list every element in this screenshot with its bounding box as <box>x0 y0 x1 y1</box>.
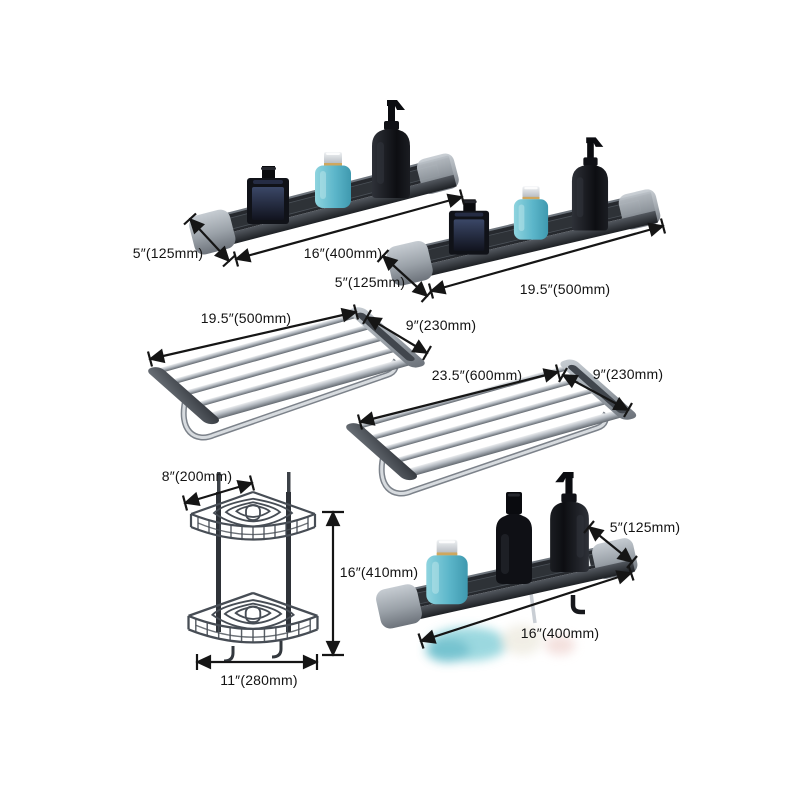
dimension-lines <box>146 189 667 670</box>
shelf-400-depth-label: 5″(125mm) <box>132 245 204 261</box>
basket-bottom-width-label: 11″(280mm) <box>220 672 298 688</box>
basket-height-label: 16″(410mm) <box>339 564 419 580</box>
shelf-500-depth-label: 5″(125mm) <box>334 274 406 290</box>
shelf-hooks-length-label: 16″(400mm) <box>520 625 600 641</box>
basket-bottom-width-dimension <box>195 654 319 670</box>
shelf-hooks-length-dimension <box>417 565 635 649</box>
rack-500-depth-dimension <box>362 309 432 361</box>
shelf-400-length-label: 16″(400mm) <box>303 245 383 261</box>
basket-height-dimension <box>322 510 344 657</box>
basket-top-width-label: 8″(200mm) <box>161 468 233 484</box>
shelf-400-illustration <box>189 100 459 255</box>
basket-top-width-dimension <box>181 475 256 511</box>
chrome-hook <box>529 592 537 624</box>
rack-600-length-label: 23.5″(600mm) <box>431 367 523 383</box>
shelf-500-length-label: 19.5″(500mm) <box>519 281 611 297</box>
rack-500-length-dimension <box>146 304 360 367</box>
shelf-400-depth-dimension <box>183 212 236 268</box>
shelf-500-length-dimension <box>427 218 667 299</box>
rack-500-length-label: 19.5″(500mm) <box>200 310 292 326</box>
shelf-400-length-dimension <box>232 189 466 267</box>
corner-basket-illustration <box>187 472 319 663</box>
shelf-hooks-depth-label: 5″(125mm) <box>609 519 681 535</box>
rack-600-depth-dimension <box>558 367 633 418</box>
rack-600-depth-label: 9″(230mm) <box>592 366 664 382</box>
rack-600-length-dimension <box>356 364 562 430</box>
rack-500-depth-label: 9″(230mm) <box>405 317 477 333</box>
black-hook <box>570 595 585 615</box>
